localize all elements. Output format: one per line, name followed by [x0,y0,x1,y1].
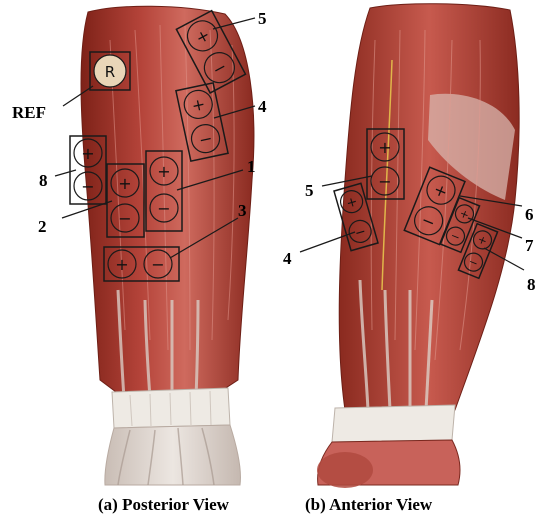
posterior-pair-2-label: 2 [38,217,47,236]
posterior-pair-8-positive: + [81,144,94,163]
ref-electrode-letter: R [105,63,115,81]
posterior-pair-3-positive: + [115,255,128,274]
ref-label: REF [12,103,46,122]
posterior-pair-8-negative: − [81,177,94,196]
anterior-pair-6-label: 6 [525,205,534,224]
anterior-pair-5-label: 5 [305,181,314,200]
anterior-pair-8-label: 8 [527,275,536,294]
posterior-hand [105,425,241,485]
posterior-pair-2-positive: + [118,174,131,193]
anterior-pair-5-positive: + [378,138,391,157]
posterior-pair-4-label: 4 [258,97,267,116]
posterior-pair-3-label: 3 [238,201,247,220]
posterior-pair-1-label: 1 [247,157,256,176]
anterior-pair-7-label: 7 [525,236,534,255]
posterior-pair-1-negative: − [157,199,170,218]
anterior-caption: (b) Anterior View [305,495,433,514]
anterior-thenar-eminence [317,452,373,488]
posterior-pair-3-negative: − [151,255,164,274]
anterior-pair-4-label: 4 [283,249,292,268]
anterior-pair-5-negative: − [378,172,391,191]
posterior-pair-2-negative: − [118,209,131,228]
posterior-pair-1-positive: + [157,162,170,181]
posterior-pair-8-label: 8 [39,171,48,190]
posterior-pair-5-label: 5 [258,9,267,28]
anterior-wrist-band [332,405,455,442]
posterior-caption: (a) Posterior View [98,495,230,514]
